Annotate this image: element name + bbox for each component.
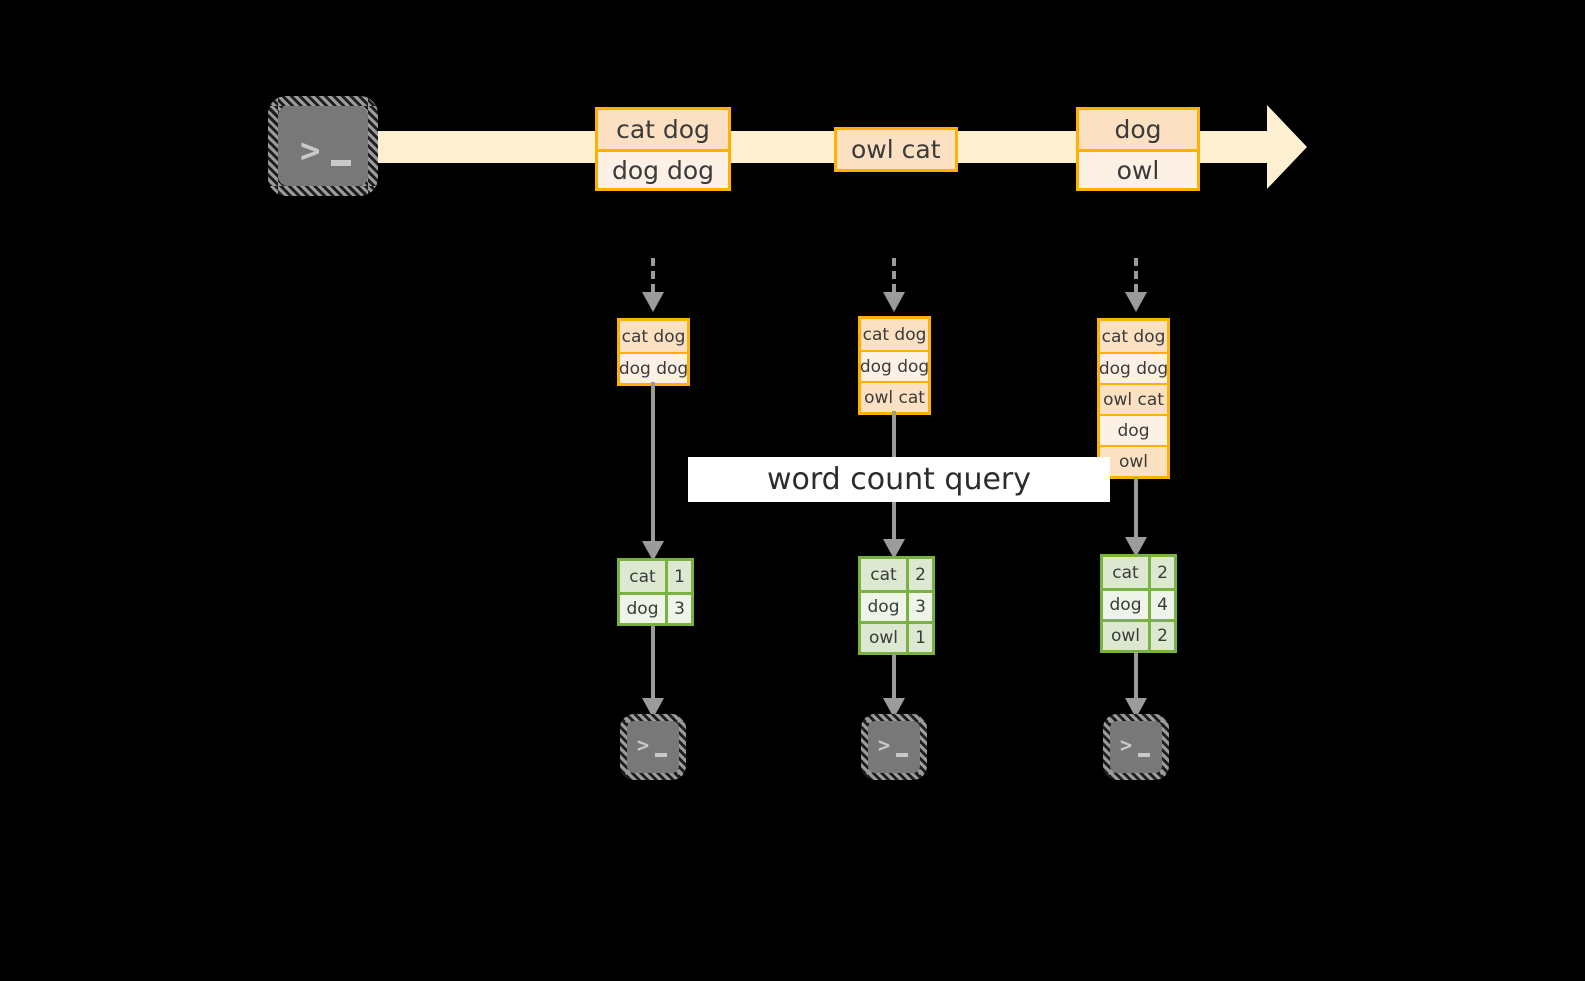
terminal-prompt-glyph: > xyxy=(878,733,891,757)
query-label: word count query xyxy=(688,457,1110,502)
table-row: dog 4 xyxy=(1103,588,1174,619)
stream-arrow-head xyxy=(1267,105,1307,189)
terminal-body xyxy=(1110,721,1162,773)
snapshot-3-outflow-line xyxy=(1134,652,1138,706)
snapshot-1-inflow-line xyxy=(651,258,655,292)
result-word-cell: cat xyxy=(1103,557,1148,588)
terminal-body xyxy=(278,106,368,186)
stream-message-1: cat dog dog dog xyxy=(595,107,732,191)
snapshot-2-stack-row: dog dog xyxy=(860,350,929,381)
table-row: cat 2 xyxy=(861,559,932,590)
terminal-prompt-glyph: > xyxy=(300,131,321,171)
result-word-cell: owl xyxy=(861,624,906,652)
snapshot-1-accumulated-stack: cat dog dog dog xyxy=(617,318,690,386)
snapshot-1-inflow-arrowhead xyxy=(642,292,664,312)
stream-message-2-line-1: owl cat xyxy=(837,130,955,169)
stream-message-1-line-1: cat dog xyxy=(598,110,729,149)
terminal-cursor-glyph xyxy=(655,753,667,757)
stream-message-2: owl cat xyxy=(834,127,958,172)
result-word-cell: dog xyxy=(1103,591,1148,619)
snapshot-3-stack-row: dog xyxy=(1100,414,1167,445)
table-row: cat 1 xyxy=(620,561,691,592)
table-row: dog 3 xyxy=(620,592,691,623)
snapshot-3-inflow-line xyxy=(1134,258,1138,292)
result-count-cell: 2 xyxy=(1148,622,1174,650)
snapshot-1-query-line xyxy=(651,382,655,548)
snapshot-3-stack-row: owl xyxy=(1100,445,1167,476)
terminal-cursor-glyph xyxy=(331,160,351,166)
snapshot-3-accumulated-stack: cat dog dog dog owl cat dog owl xyxy=(1097,318,1170,479)
result-count-cell: 1 xyxy=(665,561,691,592)
snapshot-3-inflow-arrowhead xyxy=(1125,292,1147,312)
terminal-cursor-glyph xyxy=(1138,753,1150,757)
snapshot-2-sink-terminal-icon: > xyxy=(861,714,927,780)
table-row: owl 1 xyxy=(861,621,932,652)
snapshot-1-result-table: cat 1 dog 3 xyxy=(617,558,694,626)
result-count-cell: 1 xyxy=(906,624,932,652)
result-word-cell: owl xyxy=(1103,622,1148,650)
snapshot-3-stack-row: dog dog xyxy=(1099,352,1168,383)
snapshot-3-stack-row: cat dog xyxy=(1100,321,1167,352)
result-word-cell: cat xyxy=(861,559,906,590)
snapshot-2-outflow-line xyxy=(892,654,896,706)
snapshot-1-stack-row: cat dog xyxy=(620,321,687,352)
snapshot-3-sink-terminal-icon: > xyxy=(1103,714,1169,780)
snapshot-3-result-table: cat 2 dog 4 owl 2 xyxy=(1100,554,1177,653)
snapshot-2-stack-row: owl cat xyxy=(861,381,928,412)
result-count-cell: 3 xyxy=(665,595,691,623)
terminal-cursor-glyph xyxy=(896,753,908,757)
source-terminal-icon: > xyxy=(268,96,378,196)
result-count-cell: 2 xyxy=(1148,557,1174,588)
result-word-cell: cat xyxy=(620,561,665,592)
snapshot-1-outflow-line xyxy=(651,626,655,706)
terminal-prompt-glyph: > xyxy=(637,733,650,757)
snapshot-2-stack-row: cat dog xyxy=(861,319,928,350)
table-row: dog 3 xyxy=(861,590,932,621)
result-count-cell: 4 xyxy=(1148,591,1174,619)
snapshot-3-query-line xyxy=(1134,477,1138,545)
stream-message-1-line-2: dog dog xyxy=(598,149,729,188)
table-row: owl 2 xyxy=(1103,619,1174,650)
snapshot-2-accumulated-stack: cat dog dog dog owl cat xyxy=(858,316,931,415)
result-word-cell: dog xyxy=(861,593,906,621)
snapshot-2-inflow-line xyxy=(892,258,896,292)
stream-message-3-line-1: dog xyxy=(1079,110,1197,149)
terminal-prompt-glyph: > xyxy=(1120,733,1133,757)
snapshot-2-result-table: cat 2 dog 3 owl 1 xyxy=(858,556,935,655)
snapshot-1-sink-terminal-icon: > xyxy=(620,714,686,780)
terminal-body xyxy=(868,721,920,773)
snapshot-2-inflow-arrowhead xyxy=(883,292,905,312)
result-count-cell: 2 xyxy=(906,559,932,590)
snapshot-1-stack-row: dog dog xyxy=(619,352,688,383)
result-word-cell: dog xyxy=(620,595,665,623)
stream-message-3-line-2: owl xyxy=(1079,149,1197,188)
result-count-cell: 3 xyxy=(906,593,932,621)
snapshot-3-stack-row: owl cat xyxy=(1100,383,1167,414)
terminal-body xyxy=(627,721,679,773)
table-row: cat 2 xyxy=(1103,557,1174,588)
stream-message-3: dog owl xyxy=(1076,107,1200,191)
